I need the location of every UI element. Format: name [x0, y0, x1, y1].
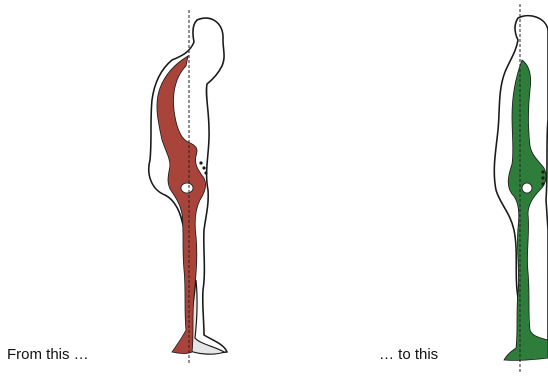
pelvis-joint [181, 183, 193, 193]
abdomen-dots [541, 170, 544, 185]
caption-before: From this … [7, 346, 89, 363]
aligned-posture-figure [478, 0, 548, 377]
slouched-posture-figure [128, 0, 248, 377]
caption-after: … to this [379, 346, 438, 363]
pelvis-joint [522, 183, 532, 193]
